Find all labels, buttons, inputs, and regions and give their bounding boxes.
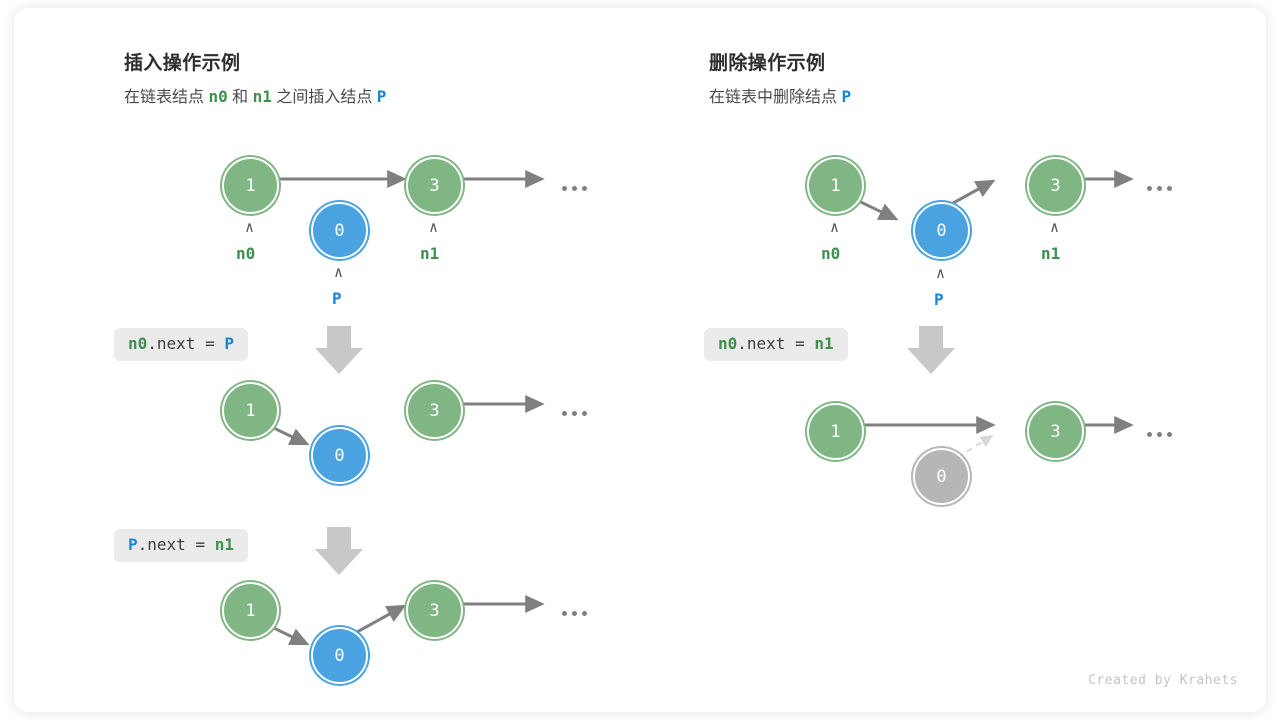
caret-icon: ∧: [936, 264, 946, 282]
subtitle-part: 和: [227, 89, 253, 106]
subtitle-part: 在链表结点: [124, 89, 209, 106]
node-label-n1: n1: [420, 244, 440, 263]
code-token-next: .next =: [147, 334, 225, 353]
code-token-next: .next =: [737, 334, 815, 353]
credit-text: Created by Krahets: [1088, 673, 1238, 688]
node-p: 0: [311, 202, 368, 259]
code-chip-delete-step1: n0.next = n1: [704, 328, 848, 361]
code-chip-insert-step2: P.next = n1: [114, 529, 248, 562]
node-n1: 3: [406, 582, 463, 639]
subtitle-part: 之间插入结点: [271, 89, 377, 106]
delete-panel-title: 删除操作示例: [709, 53, 826, 74]
ellipsis-icon: [1147, 432, 1172, 437]
code-token-n1: n1: [814, 334, 834, 353]
panel-insert-operation: 插入操作示例 在链表结点 n0 和 n1 之间插入结点 P 1 ∧ n0 0 ∧…: [14, 8, 614, 712]
node-n1: 3: [406, 382, 463, 439]
node-label-n0: n0: [236, 244, 256, 263]
subtitle-token-n1: n1: [252, 87, 272, 106]
ellipsis-icon: [562, 611, 587, 616]
node-n1: 3: [1027, 157, 1084, 214]
ellipsis-icon: [562, 411, 587, 416]
caret-icon: ∧: [245, 218, 255, 236]
caret-icon: ∧: [334, 263, 344, 281]
node-n0: 1: [222, 582, 279, 639]
diagram-canvas: 插入操作示例 在链表结点 n0 和 n1 之间插入结点 P 1 ∧ n0 0 ∧…: [14, 8, 1266, 712]
subtitle-part: 在链表中删除结点: [709, 89, 842, 106]
subtitle-token-p: P: [841, 87, 852, 106]
node-p: 0: [311, 427, 368, 484]
code-token-next: .next =: [137, 535, 215, 554]
node-label-p: P: [934, 290, 944, 309]
code-token-n1: n1: [214, 535, 234, 554]
node-label-n0: n0: [821, 244, 841, 263]
node-p: 0: [311, 627, 368, 684]
node-n0: 1: [222, 382, 279, 439]
subtitle-token-n0: n0: [208, 87, 228, 106]
subtitle-token-p: P: [376, 87, 387, 106]
code-token-p: P: [128, 535, 138, 554]
insert-panel-title: 插入操作示例: [124, 53, 241, 74]
code-token-n0: n0: [128, 334, 148, 353]
node-p: 0: [913, 202, 970, 259]
ellipsis-icon: [562, 186, 587, 191]
code-chip-insert-step1: n0.next = P: [114, 328, 248, 361]
node-n0: 1: [807, 403, 864, 460]
node-label-n1: n1: [1041, 244, 1061, 263]
caret-icon: ∧: [830, 218, 840, 236]
insert-panel-subtitle: 在链表结点 n0 和 n1 之间插入结点 P: [124, 83, 386, 107]
node-n1: 3: [406, 157, 463, 214]
node-deleted-p: 0: [913, 448, 970, 505]
ellipsis-icon: [1147, 186, 1172, 191]
code-token-n0: n0: [718, 334, 738, 353]
caret-icon: ∧: [1050, 218, 1060, 236]
node-n1: 3: [1027, 403, 1084, 460]
code-token-p: P: [224, 334, 234, 353]
delete-panel-subtitle: 在链表中删除结点 P: [709, 83, 851, 107]
node-n0: 1: [222, 157, 279, 214]
node-n0: 1: [807, 157, 864, 214]
caret-icon: ∧: [429, 218, 439, 236]
panel-delete-operation: 删除操作示例 在链表中删除结点 P 1 ∧ n0 0 ∧ P 3 ∧ n1 n0…: [599, 8, 1259, 712]
node-label-p: P: [332, 289, 342, 308]
